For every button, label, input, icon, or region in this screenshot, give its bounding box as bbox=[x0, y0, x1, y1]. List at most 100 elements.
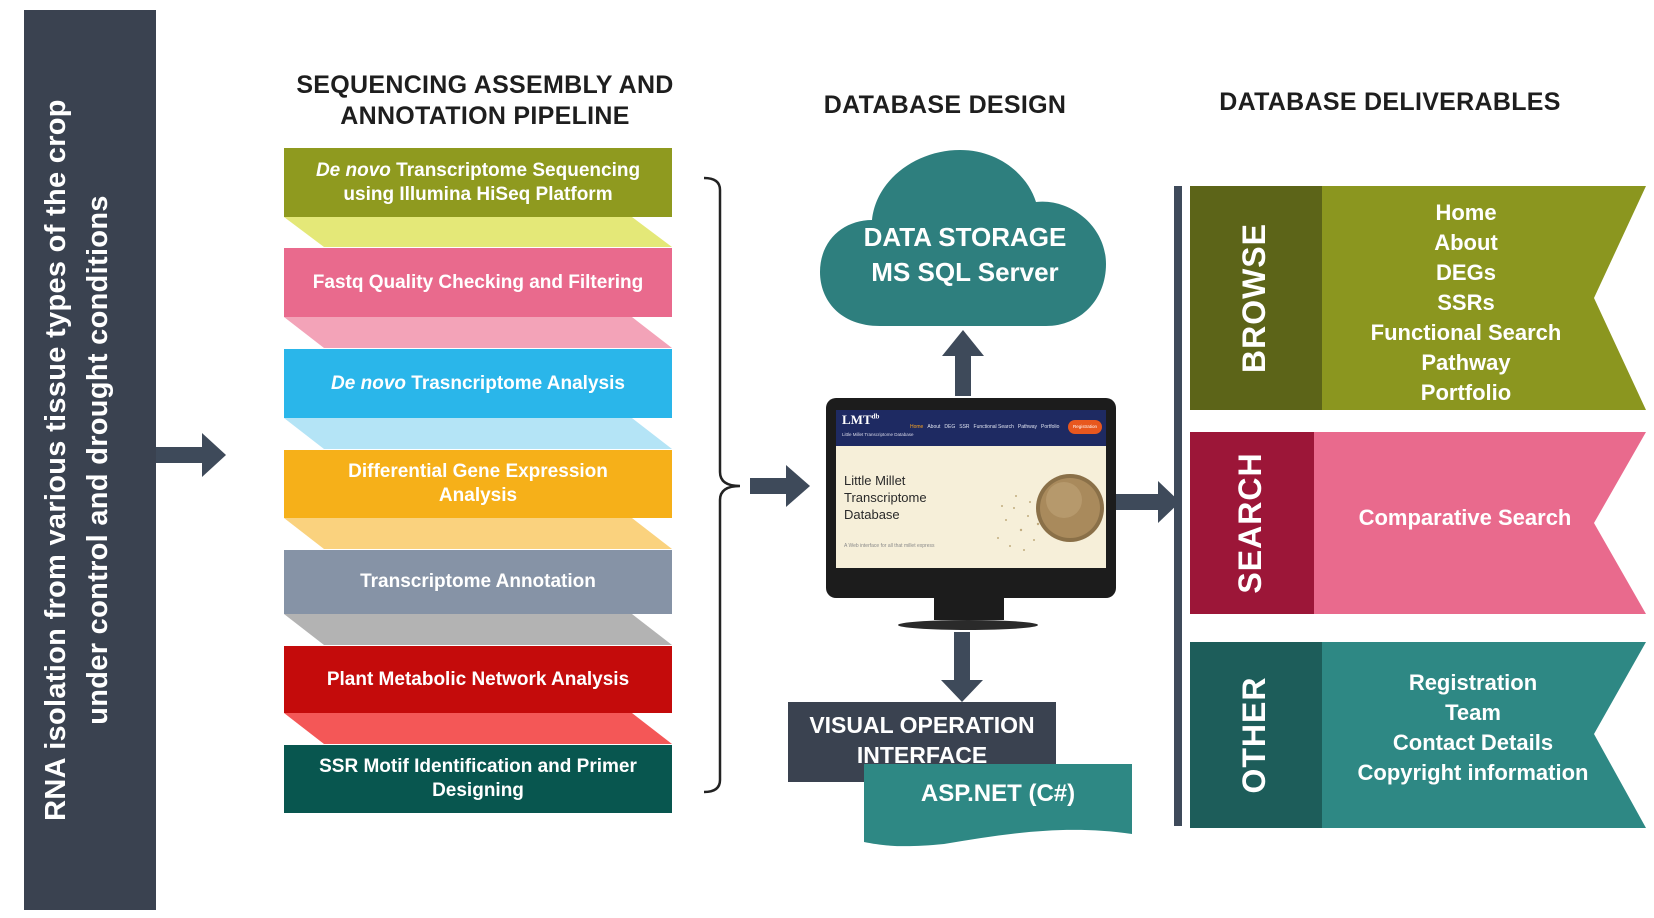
browse-item-ssrs[interactable]: SSRs bbox=[1437, 290, 1495, 315]
search-tab bbox=[1190, 432, 1314, 614]
deliverables-divider bbox=[1174, 186, 1182, 826]
screen-nav-deg[interactable]: DEG bbox=[944, 424, 956, 430]
screen-logo: LMTdb bbox=[842, 412, 879, 428]
step-fastq-quality: Fastq Quality Checking and Filtering bbox=[284, 248, 672, 317]
other-item-registration[interactable]: Registration bbox=[1408, 670, 1538, 695]
other-items: Registration Team Contact Details Copyri… bbox=[1320, 668, 1626, 788]
browse-item-about[interactable]: About bbox=[1434, 230, 1498, 255]
screen-navbar: LMTdb Little Millet Transcriptome Databa… bbox=[836, 410, 1106, 446]
step-metabolic-network: Plant Metabolic Network Analysis bbox=[284, 646, 672, 713]
screen-registration-button[interactable]: Registration bbox=[1068, 420, 1102, 434]
screen-hero-title: Little Millet Transcriptome Database bbox=[844, 472, 927, 523]
cloud-line-2: MS SQL Server bbox=[871, 257, 1059, 287]
monitor: LMTdb Little Millet Transcriptome Databa… bbox=[826, 398, 1116, 598]
aspnet-label: ASP.NET (C#) bbox=[920, 780, 1076, 807]
rna-isolation-panel: RNA isolation from various tissue types … bbox=[24, 10, 156, 910]
monitor-stand-neck bbox=[934, 598, 1004, 620]
other-tab bbox=[1190, 642, 1322, 828]
screen-hero-caption: A Web interface for all that millet expr… bbox=[844, 543, 935, 549]
cloud-icon bbox=[820, 150, 1106, 326]
screen-subtitle: Little Millet Transcriptome Database bbox=[842, 432, 914, 437]
step-transcriptome-annotation: Transcriptome Annotation bbox=[284, 550, 672, 614]
search-label: SEARCH bbox=[1232, 452, 1268, 594]
screen-nav-portfolio[interactable]: Portfolio bbox=[1041, 424, 1060, 430]
arrow-rna-to-pipeline bbox=[156, 433, 226, 477]
design-title: DATABASE DESIGN bbox=[823, 91, 1067, 119]
visual-line-2: INTERFACE bbox=[856, 742, 988, 768]
cloud-line-1: DATA STORAGE bbox=[863, 222, 1067, 252]
step-3-italic: De novo bbox=[331, 372, 406, 394]
band-2 bbox=[284, 317, 672, 348]
step-4-line2: Analysis bbox=[438, 485, 518, 506]
screen-hero-line-1: Little Millet bbox=[844, 473, 906, 488]
screen-hero-line-2: Transcriptome bbox=[844, 490, 927, 505]
step-7-line2: Designing bbox=[432, 780, 524, 801]
monitor-stand-base bbox=[898, 620, 1038, 630]
step-6-text: Plant Metabolic Network Analysis bbox=[326, 668, 630, 690]
browse-ribbon bbox=[1320, 186, 1646, 410]
step-3-text: Trasncriptome Analysis bbox=[406, 372, 625, 394]
arrow-to-deliverables bbox=[1116, 481, 1180, 523]
other-item-team[interactable]: Team bbox=[1445, 700, 1501, 725]
screen-logo-sup: db bbox=[871, 412, 880, 421]
screen-nav-functional[interactable]: Functional Search bbox=[973, 424, 1014, 430]
other-item-contact[interactable]: Contact Details bbox=[1392, 730, 1554, 755]
browse-item-pathway[interactable]: Pathway bbox=[1421, 350, 1511, 375]
cloud-label: DATA STORAGE MS SQL Server bbox=[820, 220, 1110, 290]
band-4 bbox=[284, 518, 672, 549]
other-label: OTHER bbox=[1236, 676, 1272, 794]
arrow-to-cloud bbox=[942, 330, 984, 396]
step-1-line2: using Illumina HiSeq Platform bbox=[343, 183, 613, 205]
visual-line-1: VISUAL OPERATION bbox=[809, 712, 1035, 738]
step-ssr-motif: SSR Motif Identification and Primer Desi… bbox=[284, 745, 672, 813]
monitor-screen: LMTdb Little Millet Transcriptome Databa… bbox=[836, 410, 1106, 568]
step-de-novo-analysis: De novo Trasncriptome Analysis bbox=[284, 349, 672, 418]
step-4-text: Differential Gene Expression bbox=[348, 461, 608, 482]
band-3 bbox=[284, 418, 672, 449]
band-6 bbox=[284, 713, 672, 744]
pipeline-title-line-1: SEQUENCING ASSEMBLY AND bbox=[296, 71, 674, 99]
other-ribbon bbox=[1320, 642, 1646, 828]
search-item-comparative[interactable]: Comparative Search bbox=[1358, 505, 1572, 530]
band-5 bbox=[284, 614, 672, 645]
screen-nav-home[interactable]: Home bbox=[910, 424, 924, 430]
step-1-italic: De novo bbox=[315, 159, 391, 181]
cloud-shape bbox=[820, 150, 1106, 326]
aspnet-shape bbox=[864, 764, 1132, 847]
step-de-novo-sequencing: De novo Transcriptome Sequencing using I… bbox=[284, 148, 672, 217]
band-1 bbox=[284, 217, 672, 247]
browse-tab bbox=[1190, 186, 1322, 410]
deliverables-title: DATABASE DELIVERABLES bbox=[1219, 88, 1561, 116]
browse-item-home[interactable]: Home bbox=[1435, 200, 1497, 225]
millet-bowl-image bbox=[997, 474, 1104, 551]
pipeline-bracket bbox=[703, 176, 741, 794]
step-1-text: Transcriptome Sequencing bbox=[390, 159, 641, 181]
arrow-pipeline-to-design bbox=[750, 465, 810, 507]
screen-hero-line-3: Database bbox=[844, 507, 900, 522]
screen-nav: Home About DEG SSR Functional Search Pat… bbox=[910, 424, 1059, 430]
browse-items: Home About DEGs SSRs Functional Search P… bbox=[1330, 198, 1602, 408]
screen-nav-about[interactable]: About bbox=[927, 424, 941, 430]
browse-item-degs[interactable]: DEGs bbox=[1436, 260, 1496, 285]
other-item-copyright[interactable]: Copyright information bbox=[1357, 760, 1589, 785]
step-differential-expression: Differential Gene Expression Analysis bbox=[284, 450, 672, 518]
browse-item-portfolio[interactable]: Portfolio bbox=[1420, 380, 1512, 405]
step-2-text: Fastq Quality Checking and Filtering bbox=[312, 271, 644, 293]
browse-label: BROWSE bbox=[1236, 223, 1272, 373]
pipeline-bands bbox=[284, 217, 672, 744]
pipeline-title-line-2: ANNOTATION PIPELINE bbox=[340, 102, 630, 130]
screen-nav-ssr[interactable]: SSR bbox=[959, 424, 970, 430]
step-5-text: Transcriptome Annotation bbox=[360, 571, 596, 592]
aspnet-box bbox=[864, 764, 1132, 847]
pipeline-title: SEQUENCING ASSEMBLY AND ANNOTATION PIPEL… bbox=[290, 70, 680, 132]
search-items: Comparative Search bbox=[1320, 503, 1610, 533]
deliverable-ribbons bbox=[1190, 186, 1646, 828]
millet-seeds-scatter bbox=[997, 495, 1040, 551]
browse-item-functional-search[interactable]: Functional Search bbox=[1370, 320, 1562, 345]
arrow-to-visual-interface bbox=[941, 632, 983, 702]
screen-nav-pathway[interactable]: Pathway bbox=[1017, 424, 1038, 430]
step-7-text: SSR Motif Identification and Primer bbox=[319, 756, 637, 777]
screen-logo-text: LMT bbox=[842, 412, 872, 427]
search-ribbon bbox=[1314, 432, 1646, 614]
